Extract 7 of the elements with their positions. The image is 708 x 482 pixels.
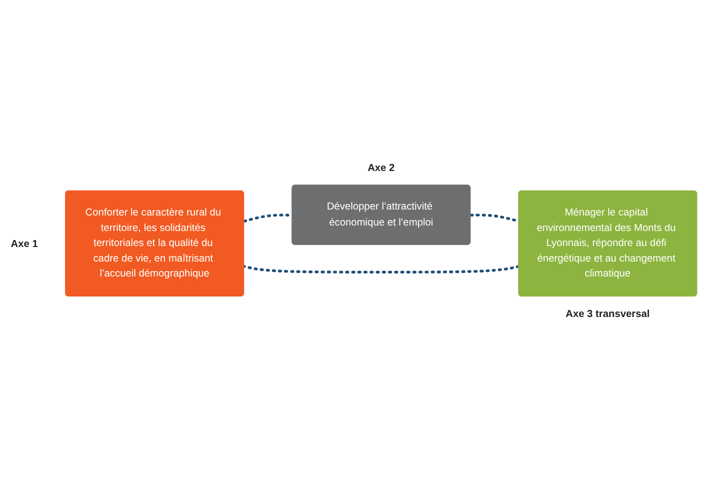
axis-label: Axe 1	[10, 238, 38, 250]
node-box: Ménager le capital environnemental des Monts du Lyonnais, répondre au défi énergétique et au changement climatique	[518, 190, 698, 296]
connector	[243, 264, 520, 274]
axis-label: Axe 2	[368, 162, 395, 174]
node-box: Conforter le caractère rural du territoire, les solidarités territoriales et la qualité du cadre de vie, en maîtrisant l’accueil démographique	[65, 190, 244, 296]
axis-label: Axe 3 transversal	[566, 308, 650, 320]
node-box: Développer l’attractivité économique et l’emploi	[292, 184, 471, 245]
